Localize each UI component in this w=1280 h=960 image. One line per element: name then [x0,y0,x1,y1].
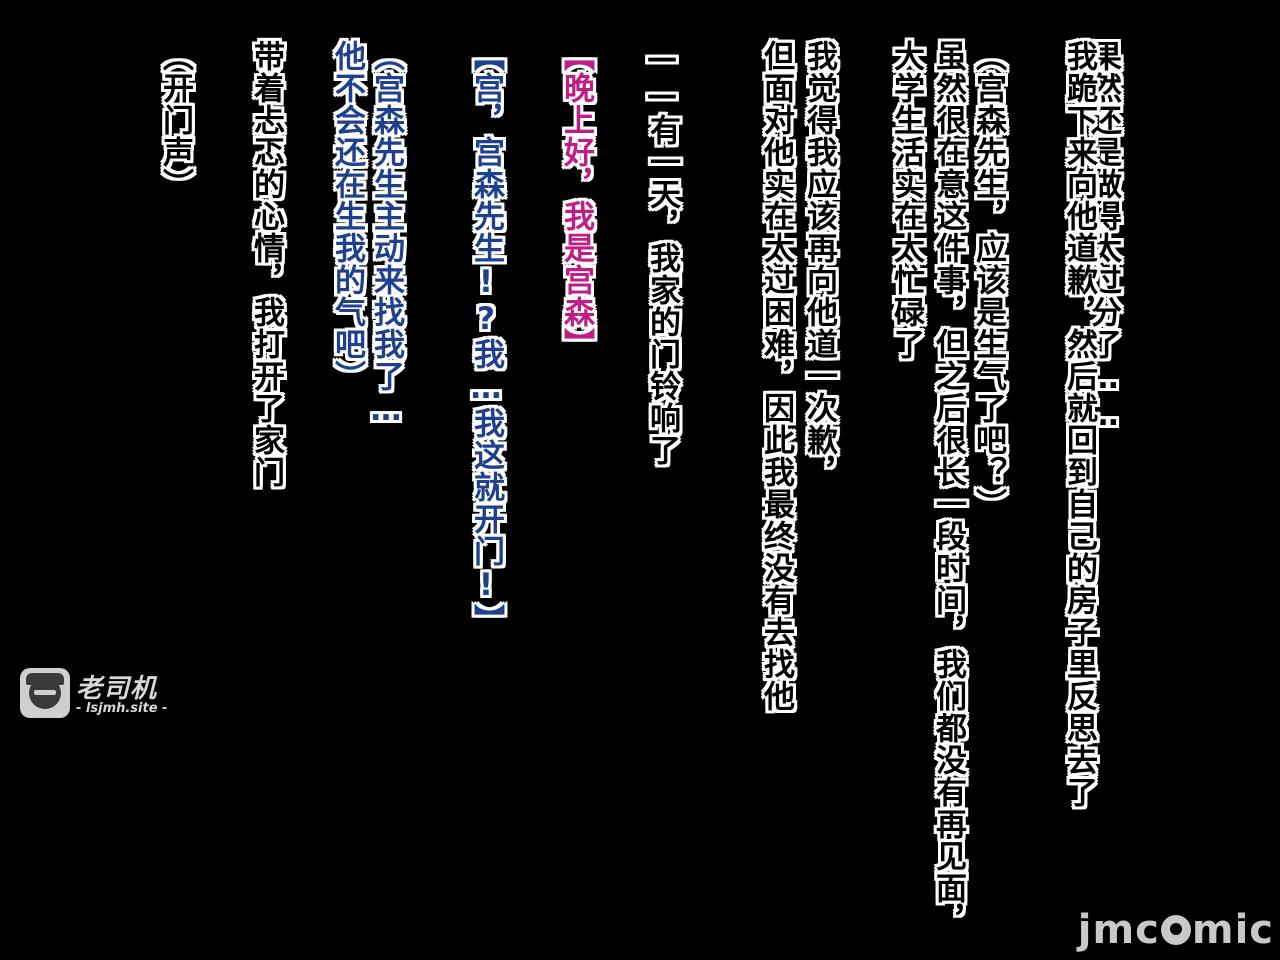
thought-line-2: 他不会还在生我的气吧） [329,40,365,392]
dialogue-miyamori: 【晚上好，我是宫森】 [558,40,594,360]
narration-line-4: 虽然很在意这件事，但之后很长一段时间，我们都没有再见面， [930,40,966,936]
watermark-text-after: mic [1191,907,1274,953]
narration-line-5: 大学生活实在太忙碌了 [888,40,924,360]
dialogue-protagonist: 【宫，宫森先生!?我…我这就开门!】 [468,40,504,636]
watermark-jmcomic: jmc mic [1077,907,1274,953]
narration-line-6: 我觉得我应该再向他道一次歉， [801,40,837,488]
narration-line-7: 但面对他实在太过困难，因此我最终没有去找他 [758,40,794,712]
watermark-title: 老司机 [76,674,158,704]
watermark-text-before: jmc [1077,907,1160,953]
narration-line-8: ——有一天，我家的门铃响了 [644,40,680,466]
watermark-lsjmh: 老司机 - lsjmh.site - [20,668,180,720]
watermark-site: - lsjmh.site - [76,701,168,716]
narration-line-1: 果然还是做得太过分了…… [1085,40,1121,434]
narration-line-3: （宫森先生，应该是生气了吧？） [970,40,1006,520]
thought-line-1: （宫森先生主动来找我了… [368,40,404,429]
sound-effect: （开门声） [157,40,193,200]
bunny-face-icon [1160,915,1191,945]
narration-line-2: 我跪下来向他道歉，然后就回到自己的房子里反思去了 [1061,40,1097,808]
driver-face-icon [20,668,70,718]
narration-line-9: 带着忐忑的心情，我打开了家门 [248,40,284,488]
